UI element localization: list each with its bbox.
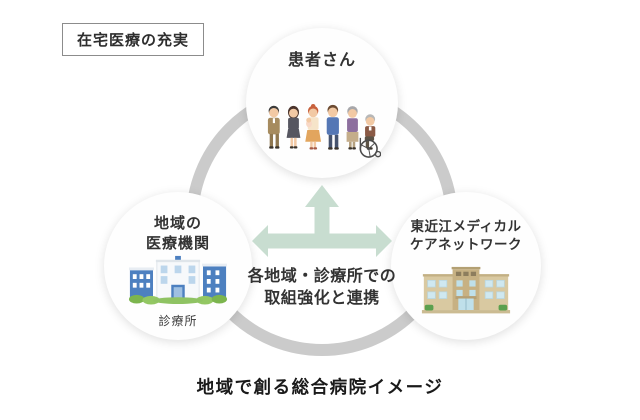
diagram-caption: 地域で創る総合病院イメージ bbox=[196, 377, 444, 397]
office-building-icon bbox=[421, 266, 511, 314]
title-box-label: 在宅医療の充実 bbox=[77, 32, 190, 49]
care-network-label: 東近江メディカル ケアネットワーク bbox=[410, 219, 522, 253]
clinic-building-icon bbox=[128, 255, 228, 305]
node-patients: 患者さん bbox=[246, 28, 398, 178]
title-box: 在宅医療の充実 bbox=[62, 23, 205, 56]
people-group-icon bbox=[267, 103, 381, 158]
center-text: 各地域・診療所での 取組強化と連携 bbox=[247, 268, 397, 308]
clinic-sublabel: 診療所 bbox=[158, 314, 198, 328]
patients-label: 患者さん bbox=[287, 52, 356, 69]
node-regional-medical: 地域の 医療機関 bbox=[104, 192, 252, 340]
three-way-arrow-icon bbox=[252, 185, 392, 257]
node-care-network: 東近江メディカル ケアネットワーク bbox=[391, 192, 541, 340]
regional-medical-label: 地域の 医療機関 bbox=[145, 215, 210, 253]
